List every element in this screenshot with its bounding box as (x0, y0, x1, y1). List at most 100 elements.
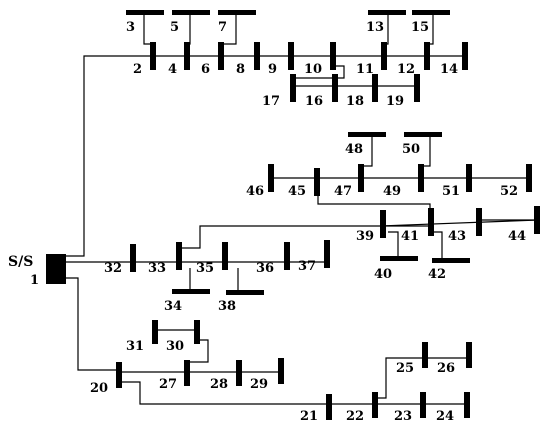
wire-2-3 (143, 14, 152, 45)
bus-9 (288, 42, 294, 70)
bus-3 (126, 10, 164, 15)
label-20: 20 (90, 381, 108, 396)
bus-28 (236, 360, 242, 386)
label-47: 47 (334, 184, 352, 199)
label-44: 44 (508, 229, 526, 244)
wire-39-40 (388, 231, 399, 256)
wire-22-25 (376, 357, 424, 399)
bus-19 (372, 74, 378, 102)
wire-6-7 (220, 14, 237, 45)
bus-37 (324, 240, 330, 268)
label-9: 9 (268, 62, 277, 77)
wire-4-5 (186, 14, 191, 45)
bus-52 (526, 164, 532, 192)
label-14: 14 (440, 62, 458, 77)
label-26: 26 (437, 361, 455, 376)
bus-50 (404, 132, 442, 137)
source-label: S/S (8, 254, 33, 270)
bus-47 (358, 164, 364, 192)
wire-20-21 (118, 381, 470, 405)
label-27: 27 (159, 377, 177, 392)
label-39: 39 (356, 229, 374, 244)
label-29: 29 (250, 377, 268, 392)
label-40: 40 (374, 267, 392, 282)
label-46: 46 (246, 184, 264, 199)
label-22: 22 (346, 409, 364, 424)
bus-5 (172, 10, 210, 15)
bus-41 (428, 208, 434, 236)
bus-26 (466, 342, 472, 368)
label-23: 23 (394, 409, 412, 424)
bus-8 (254, 42, 260, 70)
bus-24 (464, 392, 470, 418)
label-43: 43 (448, 229, 466, 244)
bus-32 (130, 244, 136, 272)
bus-46 (268, 164, 274, 192)
label-4: 4 (168, 62, 177, 77)
wire-27-30 (186, 339, 209, 363)
label-11: 11 (356, 62, 374, 77)
bus-12 (424, 42, 430, 70)
bus-39 (380, 210, 386, 238)
label-37: 37 (298, 259, 316, 274)
bus-27 (184, 360, 190, 386)
bus-45 (314, 168, 320, 196)
label-34: 34 (164, 299, 182, 314)
bus-25 (422, 342, 428, 368)
bus-1 (46, 254, 66, 284)
label-48: 48 (345, 142, 363, 157)
bus-7 (218, 10, 256, 15)
label-1: 1 (30, 273, 39, 288)
label-12: 12 (397, 62, 415, 77)
wire-41-45 (317, 190, 431, 210)
bus-4 (184, 42, 190, 70)
label-33: 33 (148, 261, 166, 276)
buses (46, 10, 540, 420)
label-16: 16 (305, 94, 323, 109)
label-13: 13 (366, 20, 384, 35)
bus-44 (534, 206, 540, 234)
bus-43 (476, 208, 482, 236)
bus-23 (420, 392, 426, 418)
wire-47-48 (362, 136, 373, 167)
bus-6 (218, 42, 224, 70)
wire-1-20 (66, 277, 118, 371)
bus-22 (372, 392, 378, 418)
bus-31 (152, 320, 158, 344)
bus-36 (284, 242, 290, 270)
wire-1-2 (56, 55, 152, 257)
label-21: 21 (300, 409, 318, 424)
bus-21 (326, 394, 332, 420)
bus-49 (418, 164, 424, 192)
label-51: 51 (442, 184, 460, 199)
wire-33-41 (178, 225, 430, 249)
label-25: 25 (396, 361, 414, 376)
label-3: 3 (126, 20, 135, 35)
label-32: 32 (104, 261, 122, 276)
label-30: 30 (166, 339, 184, 354)
label-2: 2 (133, 62, 142, 77)
label-36: 36 (256, 261, 274, 276)
bus-15 (412, 10, 450, 15)
bus-42 (432, 258, 470, 263)
label-15: 15 (411, 20, 429, 35)
label-28: 28 (210, 377, 228, 392)
wire-10-16 (292, 65, 345, 79)
bus-40 (380, 256, 418, 261)
label-49: 49 (383, 184, 401, 199)
bus-35 (222, 242, 228, 270)
bus-2 (150, 42, 156, 70)
label-19: 19 (386, 94, 404, 109)
label-52: 52 (500, 184, 518, 199)
wire-49-50 (420, 136, 431, 167)
wire-41-44 (379, 219, 539, 227)
label-41: 41 (401, 229, 419, 244)
label-31: 31 (126, 339, 144, 354)
label-24: 24 (436, 409, 454, 424)
bus-18 (332, 74, 338, 102)
label-35: 35 (196, 261, 214, 276)
label-18: 18 (346, 94, 364, 109)
label-10: 10 (304, 62, 322, 77)
bus-48 (348, 132, 386, 137)
